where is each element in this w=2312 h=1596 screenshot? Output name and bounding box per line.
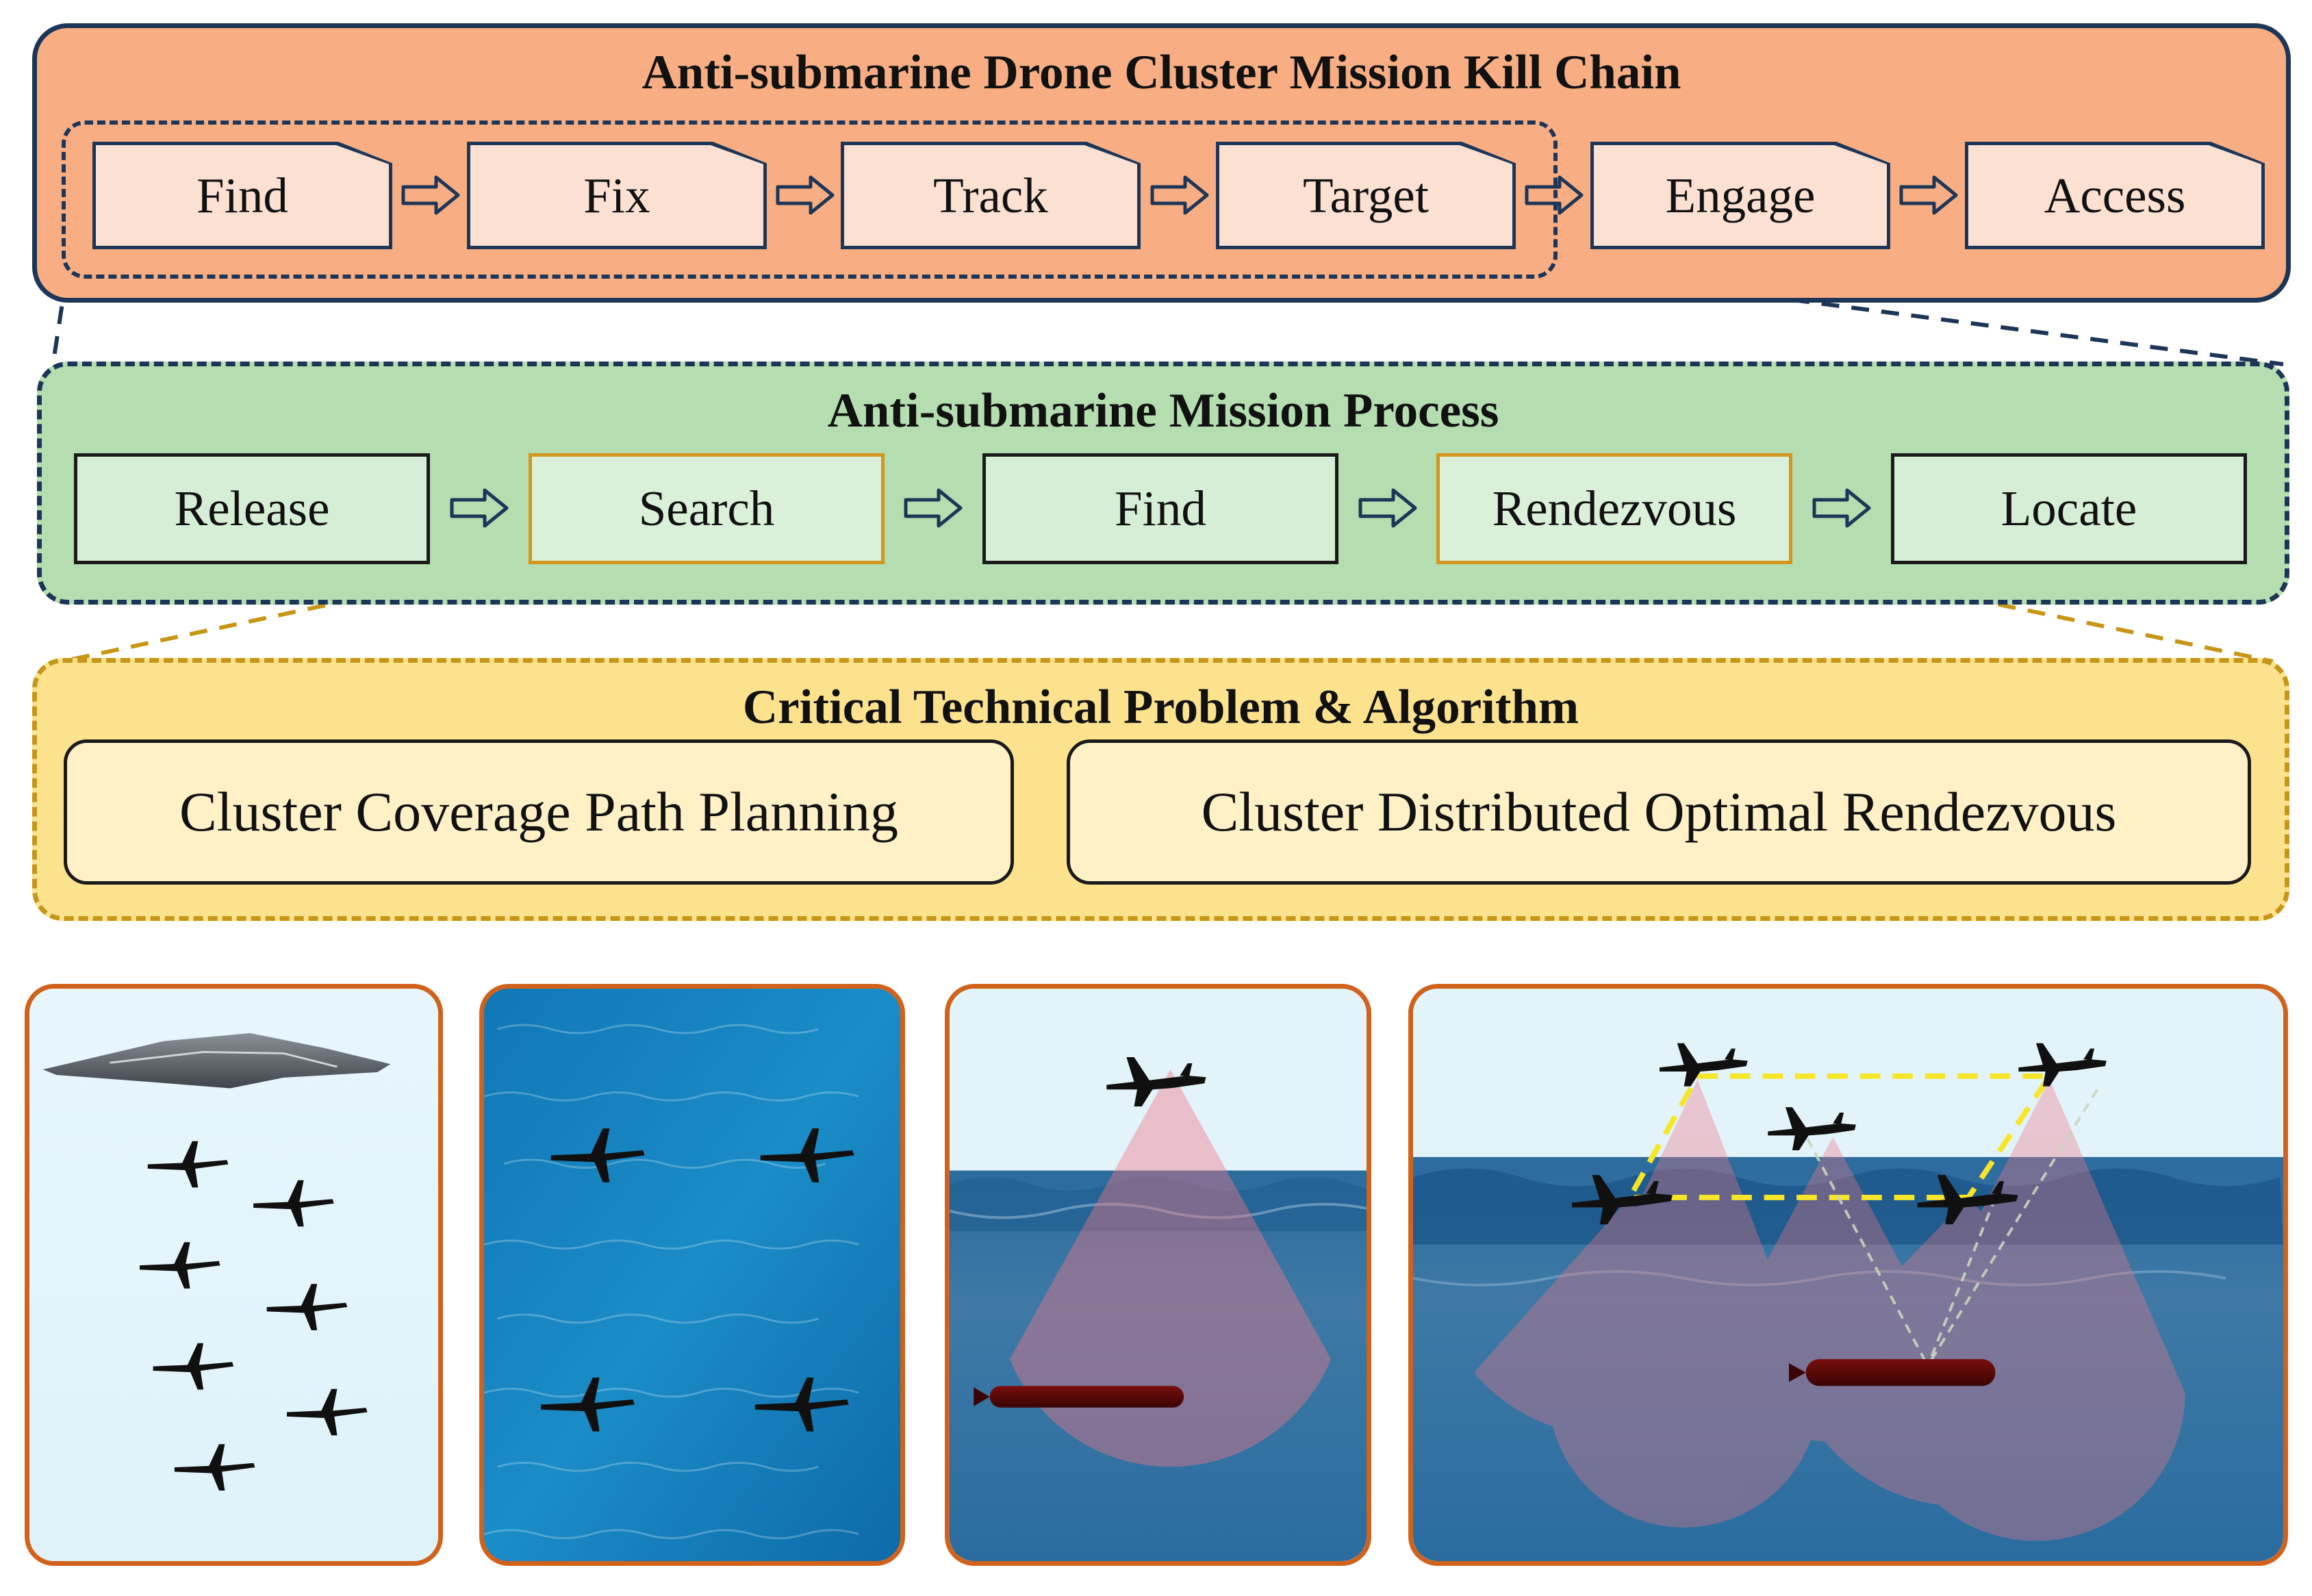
kill-chain-title: Anti-submarine Drone Cluster Mission Kil… — [641, 46, 1681, 99]
release-scene-image — [25, 984, 443, 1566]
kill-chain-panel: Anti-submarine Drone Cluster Mission Kil… — [32, 23, 2291, 303]
process-step-find: Find — [982, 453, 1338, 564]
kill-chain-step-track: Track — [841, 142, 1141, 249]
process-step-rendezvous: Rendezvous — [1436, 453, 1792, 564]
optimal-rendezvous-box: Cluster Distributed Optimal Rendezvous — [1067, 739, 2251, 885]
arrow-right-icon — [776, 175, 835, 215]
arrow-right-icon — [904, 488, 963, 528]
mothership-icon — [42, 1033, 391, 1089]
arrow-right-icon — [1812, 488, 1871, 528]
critical-problem-title: Critical Technical Problem & Algorithm — [742, 681, 1579, 734]
submarine-icon — [974, 1386, 1184, 1408]
find-scene-image — [945, 984, 1371, 1566]
search-scene-image — [479, 984, 905, 1566]
kill-chain-step-access: Access — [1965, 142, 2265, 249]
arrow-right-icon — [1899, 175, 1958, 215]
coverage-path-planning-box: Cluster Coverage Path Planning — [64, 739, 1014, 885]
kill-chain-step-fix: Fix — [467, 142, 767, 249]
submarine-icon — [1788, 1358, 1996, 1386]
sonar-cone-icon — [1009, 1069, 1332, 1467]
kill-chain-focus-group — [62, 121, 1558, 279]
arrow-right-icon — [1525, 175, 1584, 215]
arrow-right-icon — [1150, 175, 1209, 215]
kill-chain-step-target: Target — [1216, 142, 1516, 249]
arrow-right-icon — [1358, 488, 1417, 528]
kill-chain-step-find: Find — [92, 142, 392, 249]
mission-process-title: Anti-submarine Mission Process — [827, 384, 1499, 438]
process-step-search: Search — [529, 453, 885, 564]
rendezvous-scene-image — [1408, 984, 2288, 1566]
process-step-locate: Locate — [1891, 453, 2247, 564]
arrow-right-icon — [450, 488, 509, 528]
arrow-right-icon — [401, 175, 460, 215]
kill-chain-step-engage: Engage — [1590, 142, 1890, 249]
process-step-release: Release — [74, 453, 430, 564]
